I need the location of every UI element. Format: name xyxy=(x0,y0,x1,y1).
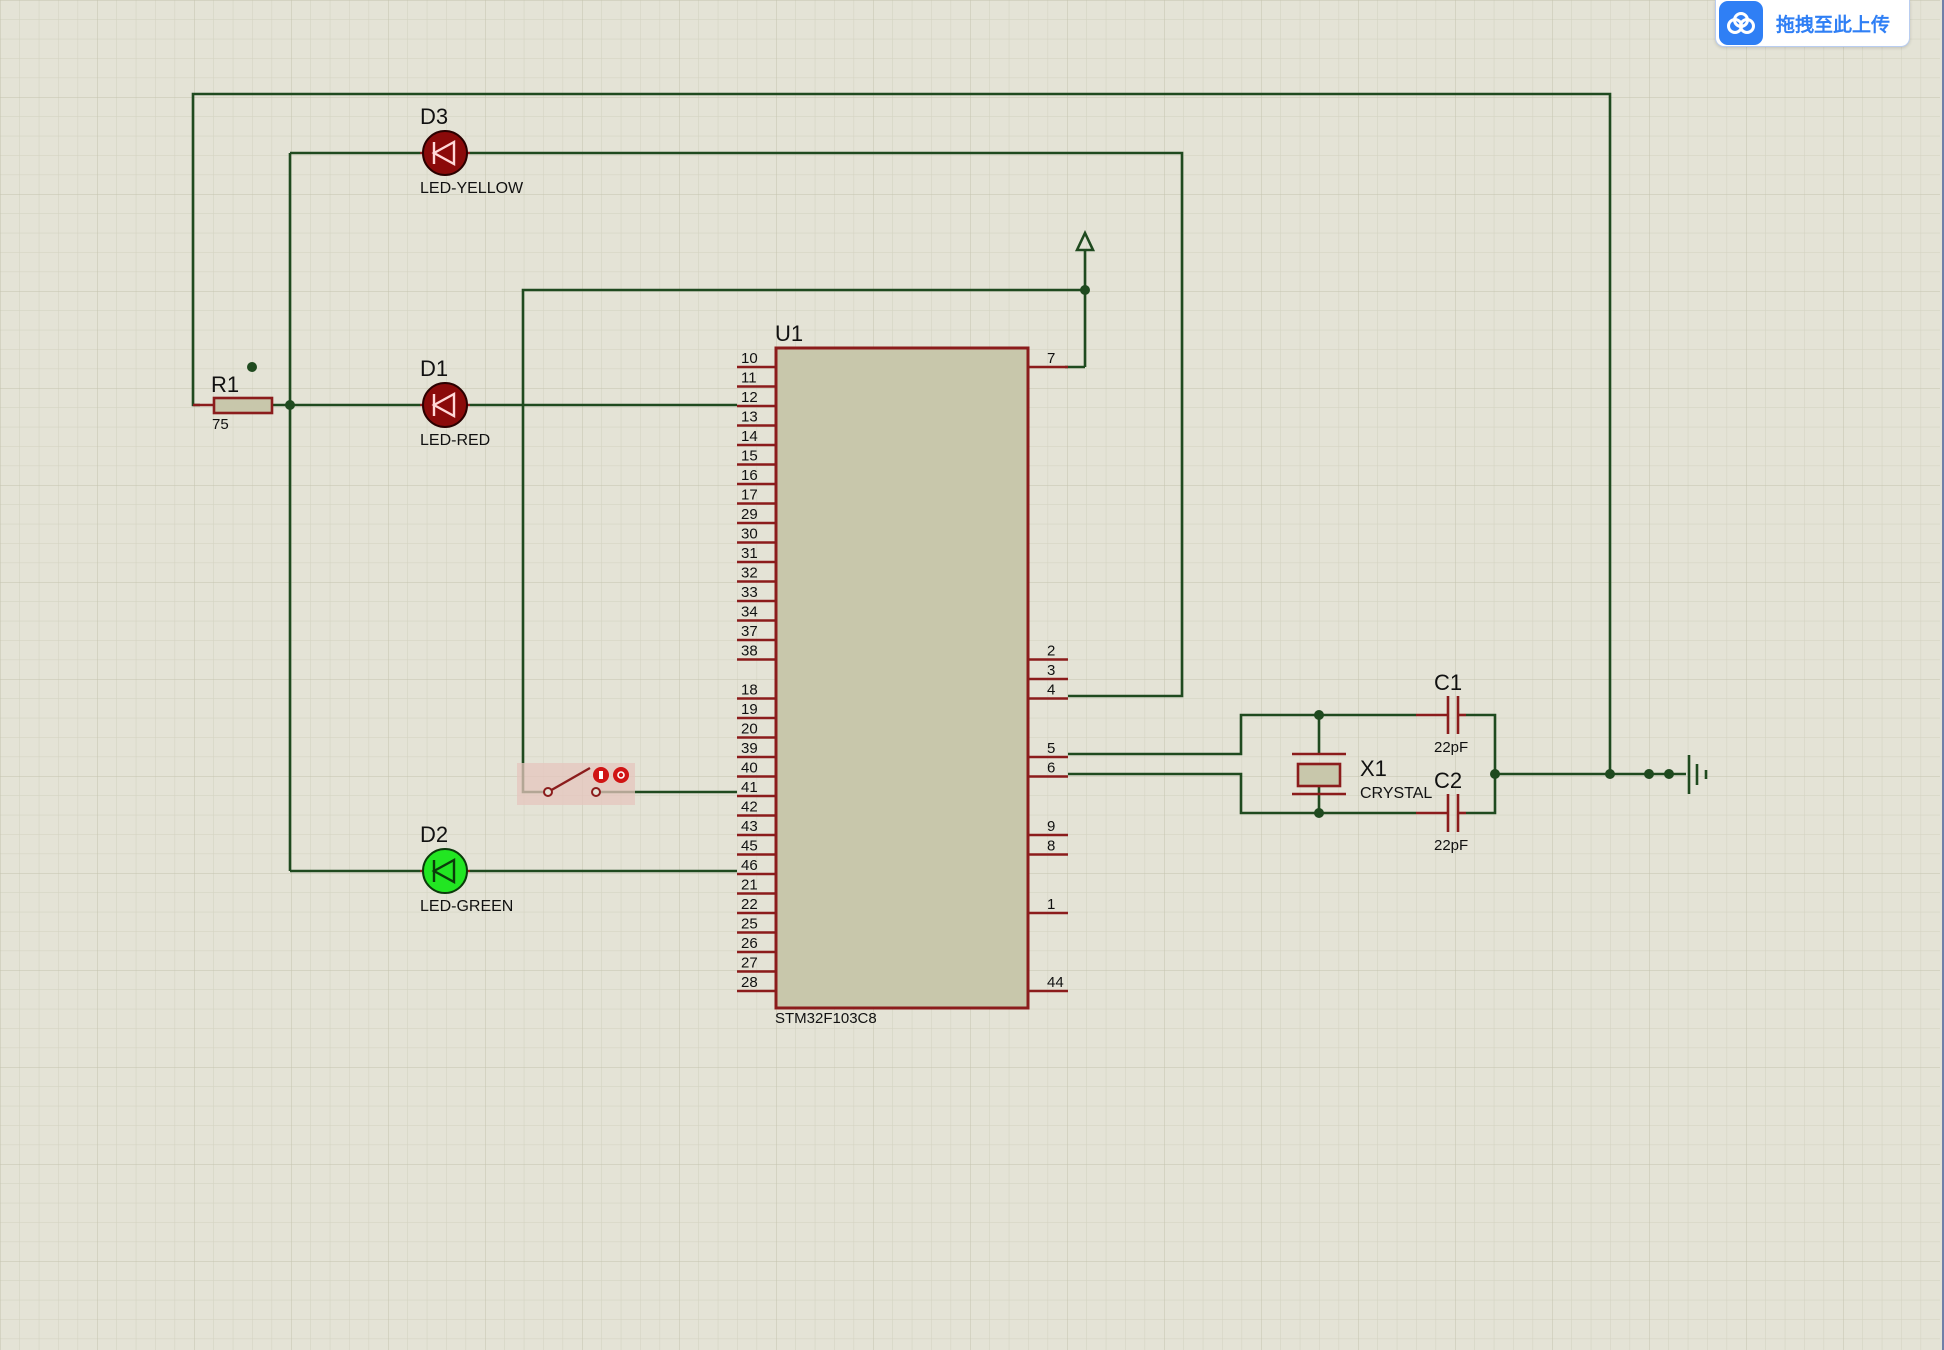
mcu-pin-number: 19 xyxy=(741,701,758,718)
mcu-pin-number: 40 xyxy=(741,760,758,777)
mcu-pin-number: 32 xyxy=(741,565,758,582)
led-d3[interactable]: D3 LED-YELLOW xyxy=(420,104,524,197)
mcu-pin-number: 16 xyxy=(741,467,758,484)
mcu-pin-number: 12 xyxy=(741,389,758,406)
ground-terminal[interactable] xyxy=(1687,755,1708,794)
push-switch[interactable] xyxy=(517,763,635,805)
mcu-pin-number: 11 xyxy=(741,370,757,387)
c1-ref: C1 xyxy=(1434,670,1462,695)
capacitor-c1[interactable]: C1 22pF xyxy=(1416,670,1468,756)
mcu-pin-number: 25 xyxy=(741,916,758,933)
mcu-pin-number: 41 xyxy=(741,779,758,796)
d1-value: LED-RED xyxy=(420,432,490,449)
r1-value: 75 xyxy=(212,416,229,433)
capacitor-c2[interactable]: C2 22pF xyxy=(1416,768,1468,854)
resistor-r1[interactable]: R1 75 xyxy=(193,372,274,433)
mcu-pin-number: 9 xyxy=(1047,818,1055,835)
mcu-pin-number: 45 xyxy=(741,838,758,855)
crystal-x1[interactable]: X1 CRYSTAL xyxy=(1292,752,1432,802)
mcu-u1[interactable]: 10PA0-WKUP11PA112PA213PA314PA415PA516PA6… xyxy=(737,321,1068,1027)
cloud-upload-icon xyxy=(1719,1,1763,45)
mcu-pin-number: 34 xyxy=(741,604,758,621)
c1-value: 22pF xyxy=(1434,739,1468,756)
vertical-scrollbar[interactable] xyxy=(1942,0,1944,1350)
mcu-pin-number: 22 xyxy=(741,896,758,913)
mcu-pin-number: 20 xyxy=(741,721,758,738)
mcu-pin-number: 10 xyxy=(741,350,758,367)
wire-d3-to-pc15[interactable] xyxy=(470,151,1184,698)
mcu-pin-number: 2 xyxy=(1047,643,1055,660)
mcu-pin-number: 46 xyxy=(741,857,758,874)
wire-oscin[interactable] xyxy=(1068,713,1416,756)
mcu-pin-number: 15 xyxy=(741,448,758,465)
mcu-pin-number: 37 xyxy=(741,623,758,640)
upload-button-label: 拖拽至此上传 xyxy=(1776,13,1891,36)
mcu-pin-number: 44 xyxy=(1047,974,1064,991)
d3-ref: D3 xyxy=(420,104,448,129)
mcu-pin-number: 27 xyxy=(741,955,758,972)
vcc-terminal[interactable] xyxy=(1074,229,1096,252)
mcu-pin-number: 43 xyxy=(741,818,758,835)
d1-ref: D1 xyxy=(420,356,448,381)
led-d2[interactable]: D2 LED-GREEN xyxy=(420,822,513,915)
mcu-pin-number: 30 xyxy=(741,526,758,543)
switch-toggle-off-icon[interactable] xyxy=(613,767,629,783)
d2-ref: D2 xyxy=(420,822,448,847)
x1-ref: X1 xyxy=(1360,756,1387,781)
mcu-pin-number: 5 xyxy=(1047,740,1055,757)
mcu-pin-number: 13 xyxy=(741,409,758,426)
mcu-pin-number: 6 xyxy=(1047,760,1055,777)
mcu-pin-number: 29 xyxy=(741,506,758,523)
c2-ref: C2 xyxy=(1434,768,1462,793)
mcu-part: STM32F103C8 xyxy=(775,1010,877,1027)
mcu-pin-number: 17 xyxy=(741,487,758,504)
mcu-pin-number: 28 xyxy=(741,974,758,991)
d2-value: LED-GREEN xyxy=(420,898,513,915)
mcu-pin-number: 3 xyxy=(1047,662,1055,679)
d3-value: LED-YELLOW xyxy=(420,180,524,197)
mcu-pin-number: 7 xyxy=(1047,350,1055,367)
mcu-pin-number: 38 xyxy=(741,643,758,660)
mcu-body[interactable] xyxy=(774,346,1030,1010)
mcu-pin-number: 21 xyxy=(741,877,758,894)
wire-oscout[interactable] xyxy=(1068,772,1416,815)
x1-value: CRYSTAL xyxy=(1360,785,1432,802)
led-d1[interactable]: D1 LED-RED xyxy=(420,356,490,449)
mcu-pin-number: 4 xyxy=(1047,682,1055,699)
junctions xyxy=(247,285,1674,818)
mcu-pin-number: 33 xyxy=(741,584,758,601)
mcu-pin-number: 26 xyxy=(741,935,758,952)
mcu-pin-number: 31 xyxy=(741,545,758,562)
mcu-pin-number: 18 xyxy=(741,682,758,699)
mcu-pin-number: 8 xyxy=(1047,838,1055,855)
upload-button[interactable]: 拖拽至此上传 xyxy=(1715,0,1910,47)
r1-ref: R1 xyxy=(211,372,239,397)
mcu-pin-number: 14 xyxy=(741,428,758,445)
mcu-pin-number: 42 xyxy=(741,799,758,816)
mcu-ref: U1 xyxy=(775,321,803,346)
mcu-pin-number: 1 xyxy=(1047,896,1055,913)
wire-caps-to-ground[interactable] xyxy=(1466,713,1497,815)
c2-value: 22pF xyxy=(1434,837,1468,854)
mcu-pin-number: 39 xyxy=(741,740,758,757)
